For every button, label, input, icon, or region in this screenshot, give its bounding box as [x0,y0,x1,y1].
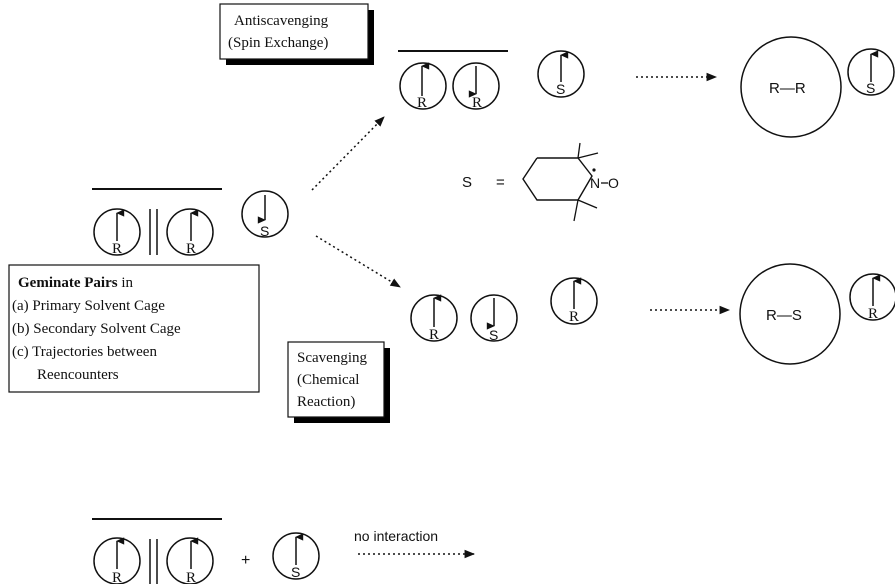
scavenger-top-right: S [847,48,895,96]
product-RS: R—S [739,263,841,365]
radical-free-right: R [849,273,895,322]
radical-label: R [417,95,427,111]
equals-sign: = [496,174,505,191]
scavenger-label: S [260,223,269,239]
scavenger-label: S [291,564,300,580]
geminate-pair-left: R R [92,188,222,257]
oxygen-label: O [608,175,619,191]
scavenging-pair: R S [410,294,518,343]
nitrogen-label: N [590,175,600,191]
reaction-label: Reaction) [297,394,355,410]
radical-label: R [429,327,439,343]
geminate-line-c-cont: Reencounters [37,367,119,383]
scavenger-label: S [462,174,472,191]
chemical-label: (Chemical [297,372,359,388]
radical-label: R [112,241,122,257]
spin-exchange-label: (Spin Exchange) [228,35,328,51]
geminate-title: Geminate Pairs in [18,275,133,291]
geminate-line-c: (c) Trajectories between [12,344,157,360]
radical-label: R [472,95,482,111]
radical-free-middle: R [550,277,598,325]
product-RS-label: R—S [766,307,802,324]
plus-sign: + [241,552,250,569]
radical-label: R [868,306,878,322]
antiscavenging-label: Antiscavenging [234,13,329,29]
radical-label: R [569,309,579,325]
geminate-line-a: (a) Primary Solvent Cage [12,298,165,314]
arrow-to-antiscavenging [311,116,385,191]
radical-label: R [112,570,122,584]
scavenger-label: S [866,80,875,96]
arrow-to-scavenging [315,235,401,288]
scavenger-label: S [556,81,565,97]
antiscavenging-box: Antiscavenging (Spin Exchange) [219,3,374,65]
product-RR: R—R [740,36,842,138]
nitroxide-structure: S = N O [462,142,619,222]
geminate-line-b: (b) Secondary Solvent Cage [12,321,181,337]
scavenging-label: Scavenging [297,350,367,366]
radical-label: R [186,241,196,257]
scavenger-top: S [537,50,585,98]
antiscavenging-pair: R R [398,50,508,111]
scavenging-box: Scavenging (Chemical Reaction) [287,341,390,423]
scavenger-label: S [489,327,498,343]
product-RR-label: R—R [769,80,806,97]
scavenger-left: S [241,190,289,239]
radical-label: R [186,570,196,584]
no-interaction-label: no interaction [354,528,438,544]
geminate-pairs-box: Geminate Pairs in (a) Primary Solvent Ca… [8,264,260,393]
scavenger-bottom: S [272,532,320,580]
geminate-pair-bottom: R R [92,518,222,584]
